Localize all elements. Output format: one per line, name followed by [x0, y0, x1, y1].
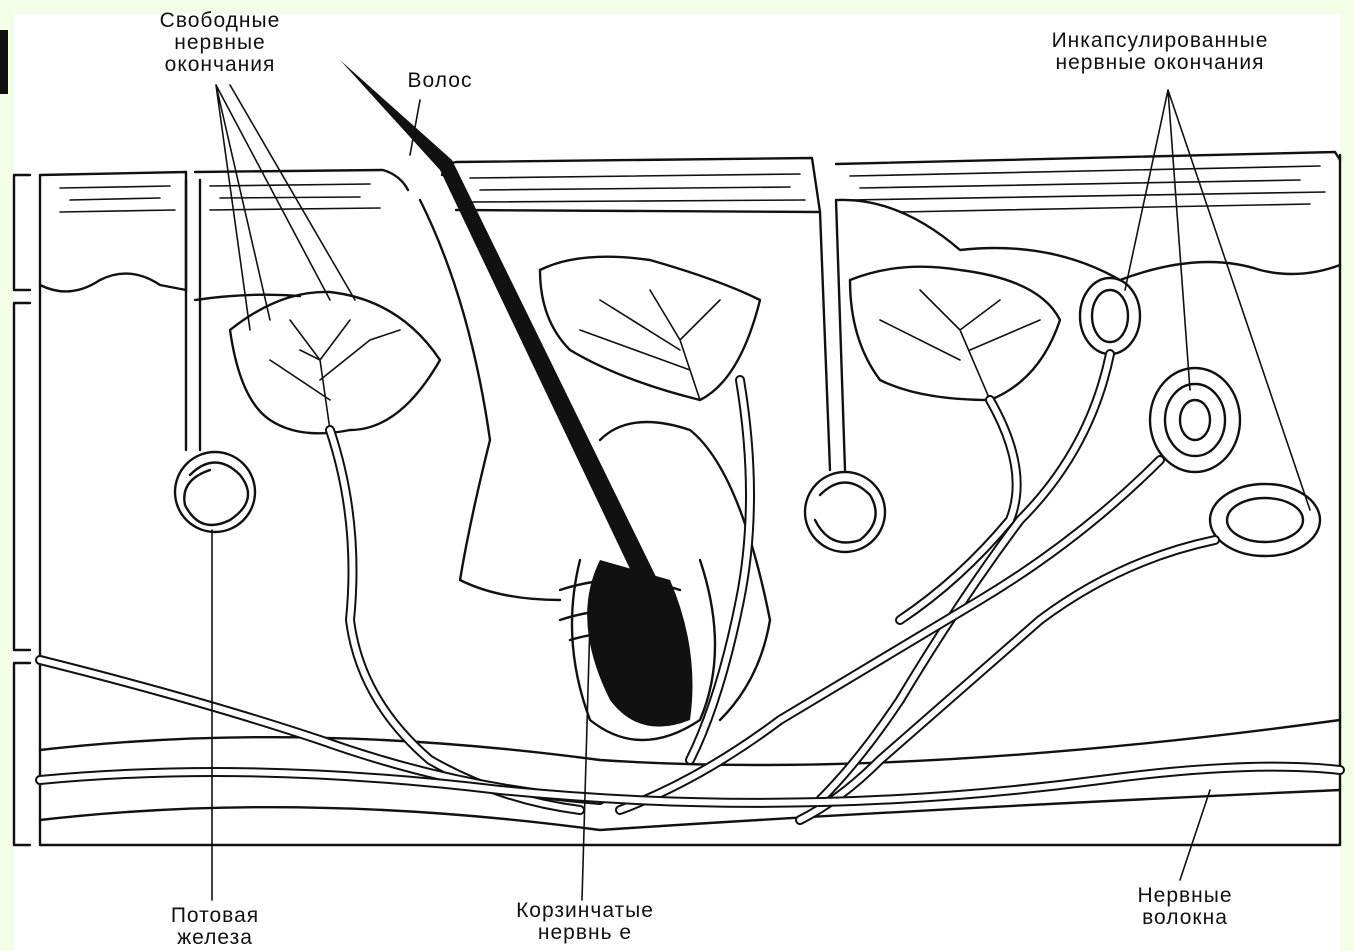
label-sweat-gland: Потовая железа	[130, 905, 300, 949]
label-hair: Волос	[380, 70, 500, 92]
label-encapsulated-endings: Инкапсулированные нервные окончания	[1005, 30, 1315, 74]
hair-bulb	[587, 560, 692, 727]
layer-brackets	[14, 175, 30, 845]
sweat-gland-left	[175, 180, 255, 532]
free-nerve-endings	[230, 257, 1060, 434]
skin-block	[40, 152, 1340, 845]
hair-shaft	[340, 60, 660, 590]
label-basket-endings: Корзинчатые нервнь е	[470, 900, 700, 944]
nerve-fibers	[40, 354, 1340, 820]
sweat-gland-right	[805, 200, 885, 552]
label-free-nerve-endings: Свободные нервные окончания	[120, 10, 320, 76]
left-edge-tab	[0, 30, 8, 94]
encapsulated-endings	[1080, 278, 1320, 556]
label-nerve-fibers: Нервные волокна	[1100, 885, 1270, 929]
